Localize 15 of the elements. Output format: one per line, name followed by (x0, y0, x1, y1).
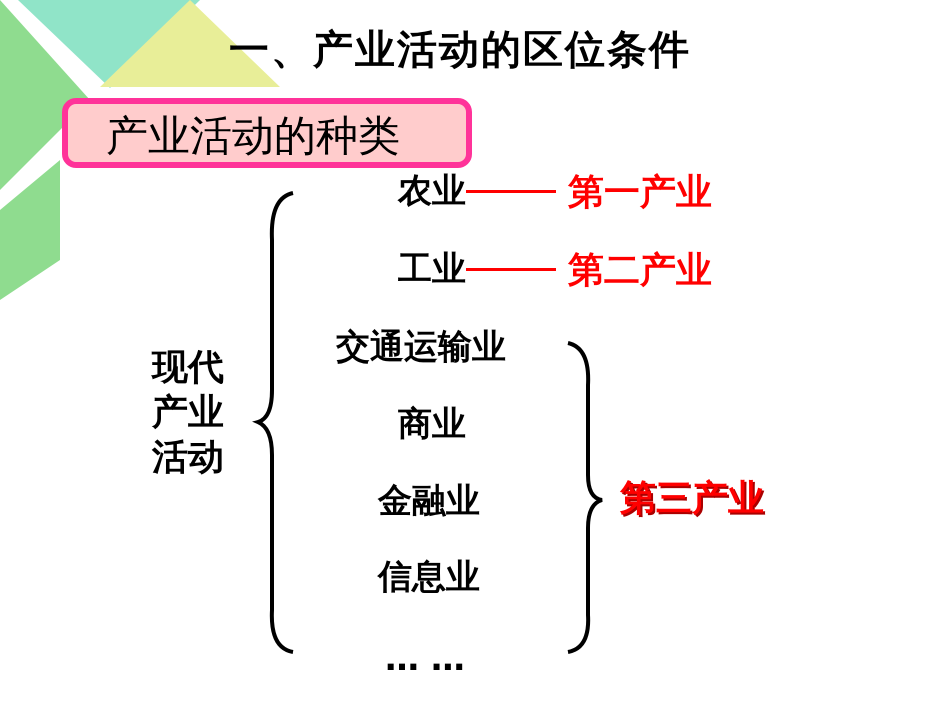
sector-label: 第二产业 (568, 250, 712, 292)
slide-title: 一、产业活动的区位条件 (228, 25, 692, 75)
category-label: 现代产业活动 (152, 345, 232, 480)
industry-label: 金融业 (378, 482, 480, 522)
industry-label: 农业 (398, 172, 466, 212)
category-banner: 产业活动的种类 (62, 98, 472, 168)
industry-label: 商业 (398, 405, 466, 444)
industry-label: 工业 (398, 250, 466, 290)
connector-line (466, 268, 556, 272)
connector-line (466, 190, 556, 194)
industry-label: … … (385, 640, 465, 680)
sector-label: 第三产业 (620, 478, 764, 520)
industry-label: 信息业 (378, 558, 480, 598)
sector-label: 第一产业 (568, 172, 712, 214)
industry-label: 交通运输业 (336, 328, 506, 368)
